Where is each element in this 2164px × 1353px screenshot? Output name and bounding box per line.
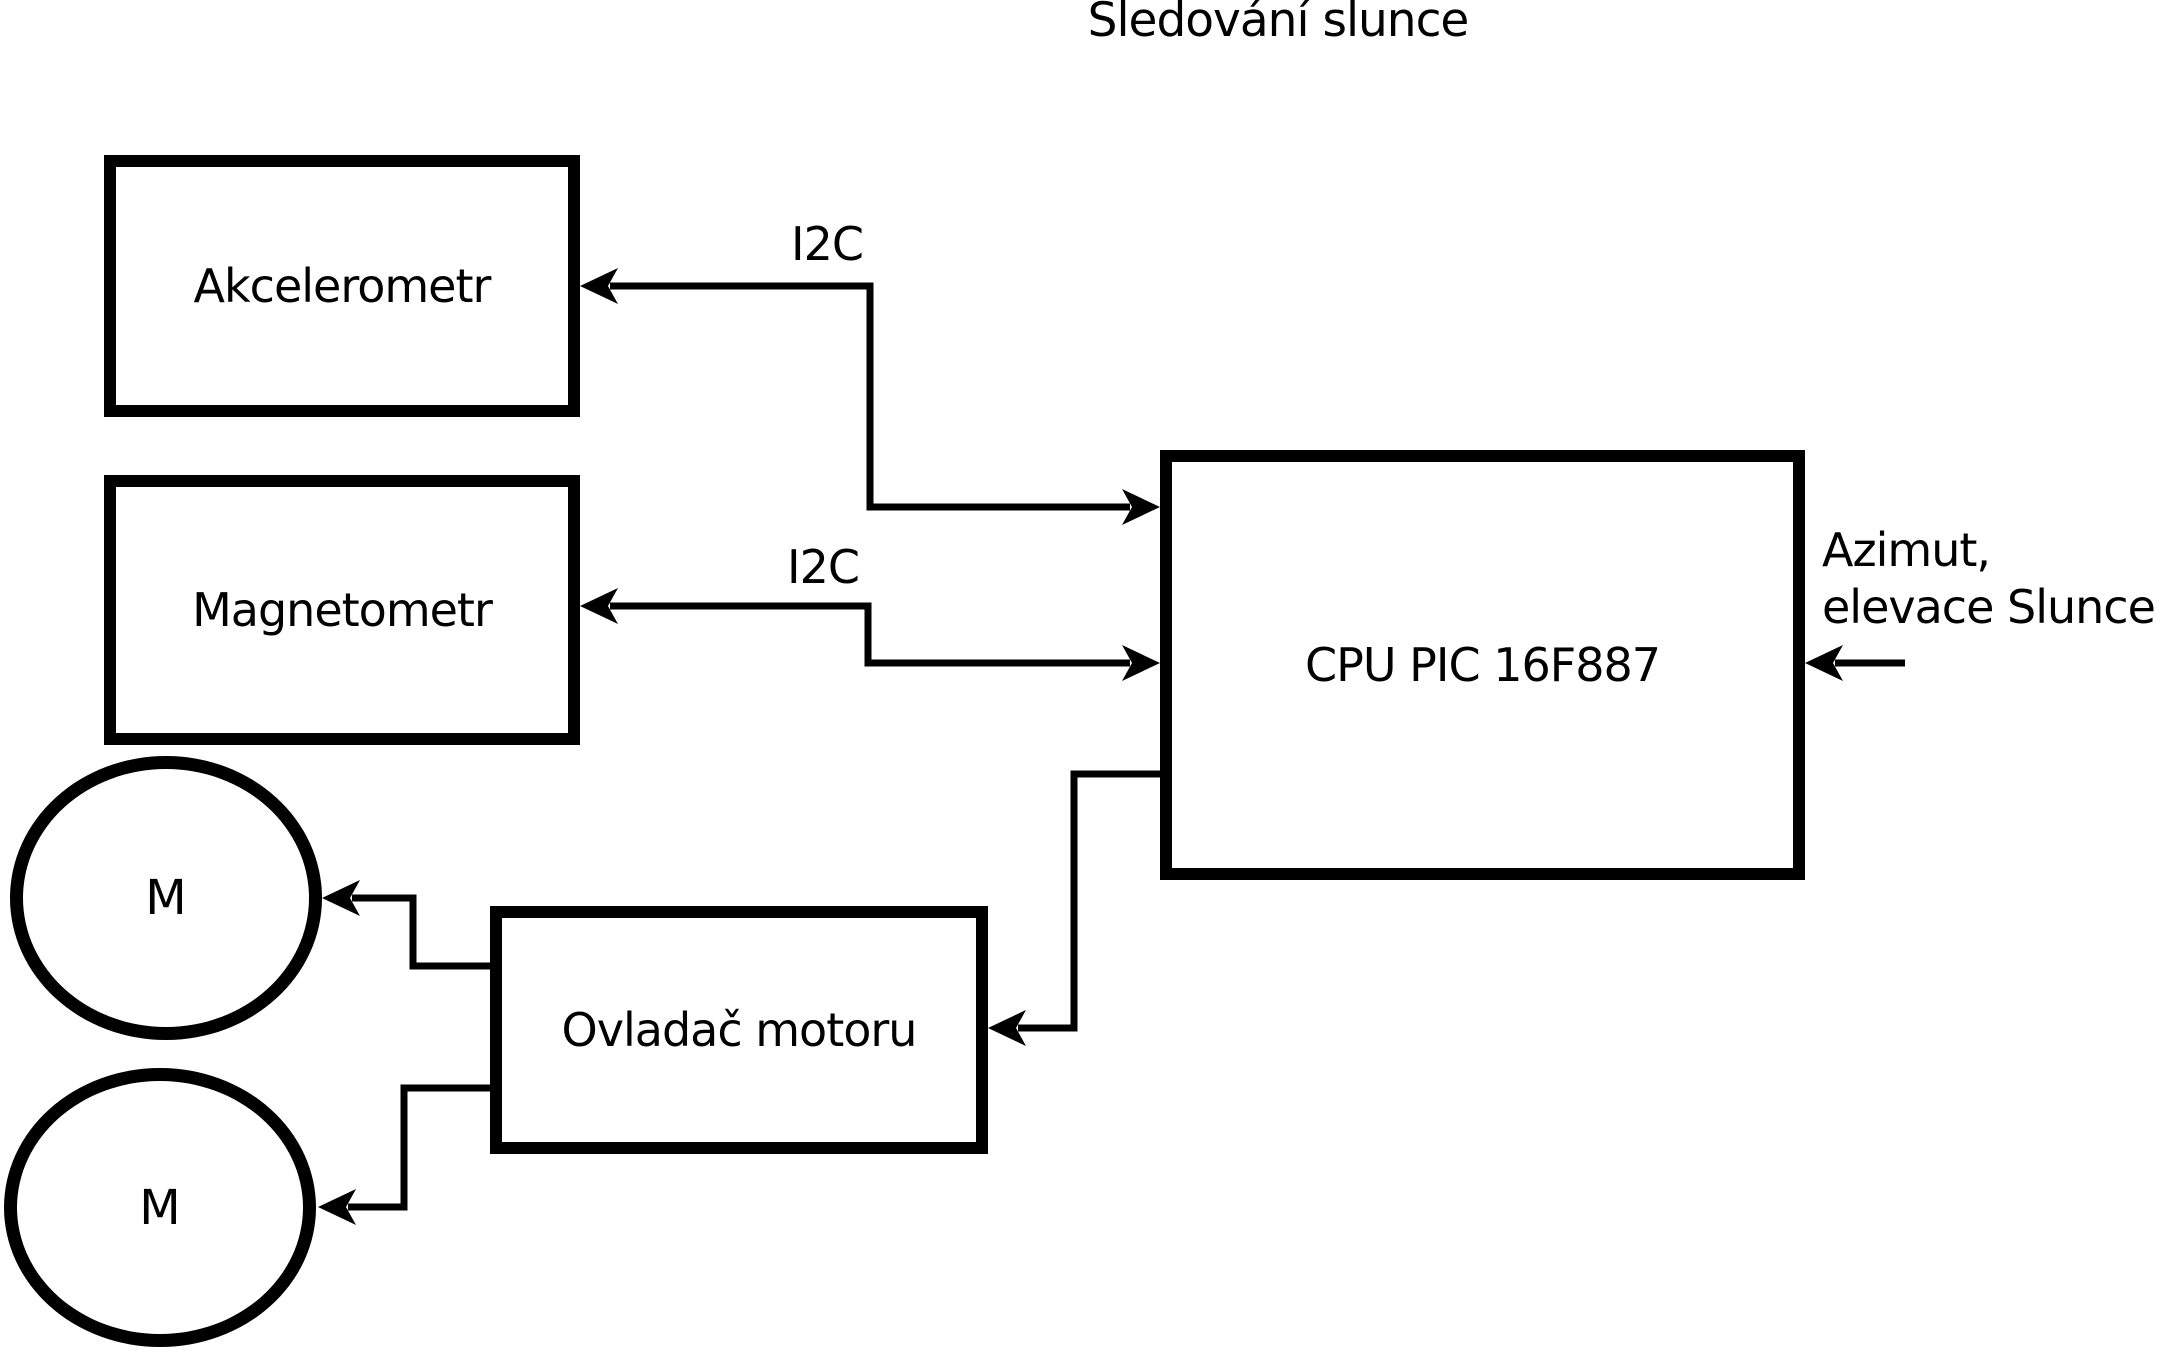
arrowhead-into-magnetometer	[580, 588, 618, 624]
motor-driver-box: Ovladač motoru	[490, 906, 988, 1154]
azimuth-elevation-label: Azimut, elevace Slunce	[1822, 522, 2156, 636]
motor-driver-label: Ovladač motoru	[561, 1003, 918, 1057]
motor-top-circle: M	[10, 756, 322, 1040]
i2c-label-magnetometer: I2C	[787, 540, 860, 594]
azimuth-label-line2: elevace Slunce	[1822, 580, 2156, 634]
cpu-label: CPU PIC 16F887	[1305, 638, 1661, 692]
magnetometer-box: Magnetometr	[104, 475, 580, 745]
arrowhead-accel-into-cpu	[1122, 489, 1160, 525]
arrowhead-into-motor-bottom	[318, 1189, 356, 1225]
accelerometer-label: Akcelerometr	[193, 259, 492, 313]
azimuth-label-line1: Azimut,	[1822, 523, 1991, 577]
arrowhead-mag-into-cpu	[1122, 645, 1160, 681]
motor-top-label: M	[145, 870, 187, 926]
driver-to-motor-bottom-wire	[348, 1084, 490, 1211]
arrowhead-into-motor-driver	[988, 1010, 1026, 1046]
motor-bottom-circle: M	[4, 1068, 316, 1347]
magnetometer-label: Magnetometr	[192, 583, 493, 637]
arrowhead-azimuth-into-cpu	[1805, 645, 1843, 681]
cpu-to-motor-driver-wire	[1018, 770, 1160, 1032]
arrowhead-into-motor-top	[322, 880, 360, 916]
driver-to-motor-top-wire	[352, 894, 490, 970]
accelerometer-box: Akcelerometr	[104, 155, 580, 417]
i2c-label-accelerometer: I2C	[791, 217, 864, 271]
motor-bottom-label: M	[139, 1179, 181, 1236]
diagram-title: Sledování slunce	[1087, 0, 1470, 48]
cpu-box: CPU PIC 16F887	[1160, 450, 1805, 880]
i2c-magnetometer-wire	[610, 602, 1130, 667]
i2c-accelerometer-wire	[610, 282, 1130, 511]
arrowhead-into-accelerometer	[580, 268, 618, 304]
